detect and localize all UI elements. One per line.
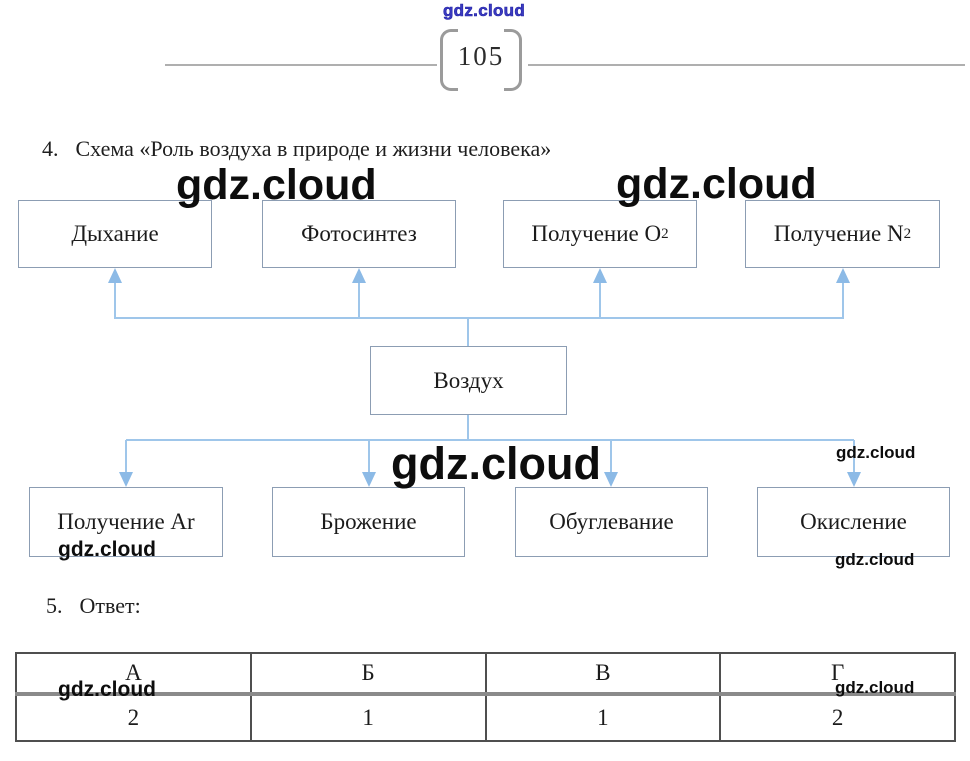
page-number: 105 bbox=[457, 41, 505, 71]
diagram-box-oxidation: Окисление bbox=[757, 487, 950, 557]
section5-title: Ответ: bbox=[79, 593, 141, 618]
watermark-gdz-big-right: gdz.cloud bbox=[616, 160, 817, 208]
arrow-up-icon bbox=[352, 268, 366, 283]
section4-number: 4. bbox=[42, 136, 59, 161]
table-header-g: Г bbox=[719, 652, 956, 696]
diagram-box-argon: Получение Ar bbox=[29, 487, 223, 557]
watermark-gdz-small-top-right: gdz.cloud bbox=[836, 443, 916, 462]
box-label: Дыхание bbox=[71, 221, 159, 246]
table-value-row: 2 1 1 2 bbox=[15, 693, 956, 742]
table-header-v: В bbox=[484, 652, 722, 696]
answer-table: А Б В Г 2 1 1 2 bbox=[15, 652, 956, 742]
watermark-gdz-table-a: gdz.cloud bbox=[58, 678, 156, 701]
section5-heading: 5. Ответ: bbox=[46, 593, 141, 619]
header-rule-right bbox=[528, 64, 965, 66]
arrow-down-icon bbox=[119, 472, 133, 487]
section5-number: 5. bbox=[46, 593, 63, 618]
box-label: Окисление bbox=[800, 509, 907, 534]
table-header-row: А Б В Г bbox=[15, 652, 956, 696]
diagram-box-air: Воздух bbox=[370, 346, 567, 415]
table-value-b: 1 bbox=[249, 693, 487, 742]
diagram-box-breathing: Дыхание bbox=[18, 200, 212, 268]
section4-title: Схема «Роль воздуха в природе и жизни че… bbox=[75, 136, 552, 161]
table-value-a: 2 bbox=[15, 693, 252, 742]
diagram-box-photosynthesis: Фотосинтез bbox=[262, 200, 456, 268]
page-number-bracket-right bbox=[504, 29, 522, 91]
arrow-up-icon bbox=[108, 268, 122, 283]
arrow-down-icon bbox=[847, 472, 861, 487]
arrow-down-icon bbox=[362, 472, 376, 487]
table-header-b: Б bbox=[249, 652, 487, 696]
section4-heading: 4. Схема «Роль воздуха в природе и жизни … bbox=[42, 136, 551, 162]
table-header-a: А bbox=[15, 652, 252, 696]
watermark-gdz-top: gdz.cloud bbox=[443, 1, 526, 20]
watermark-gdz-big-left: gdz.cloud bbox=[176, 161, 377, 209]
diagram-box-fermentation: Брожение bbox=[272, 487, 465, 557]
arrow-up-icon bbox=[593, 268, 607, 283]
watermark-gdz-big-center: gdz.cloud bbox=[391, 438, 601, 489]
table-value-v: 1 bbox=[484, 693, 722, 742]
watermark-gdz-table-g: gdz.cloud bbox=[835, 678, 915, 697]
box-label: Получение N bbox=[773, 221, 904, 246]
box-label: Воздух bbox=[433, 367, 504, 393]
box-label: Брожение bbox=[320, 509, 417, 534]
watermark-gdz-small-bottom-right: gdz.cloud bbox=[835, 550, 915, 569]
arrow-down-icon bbox=[604, 472, 618, 487]
watermark-gdz-argon-box: gdz.cloud bbox=[58, 538, 156, 561]
table-value-g: 2 bbox=[719, 693, 956, 742]
page-number-bracket-left bbox=[440, 29, 458, 91]
header-rule-left bbox=[165, 64, 437, 66]
box-label: Получение Ar bbox=[57, 509, 195, 534]
box-label: Фотосинтез bbox=[301, 221, 417, 246]
diagram-box-charring: Обуглевание bbox=[515, 487, 708, 557]
box-label: Обуглевание bbox=[549, 509, 674, 534]
box-label: Получение O bbox=[531, 221, 662, 246]
arrow-up-icon bbox=[836, 268, 850, 283]
